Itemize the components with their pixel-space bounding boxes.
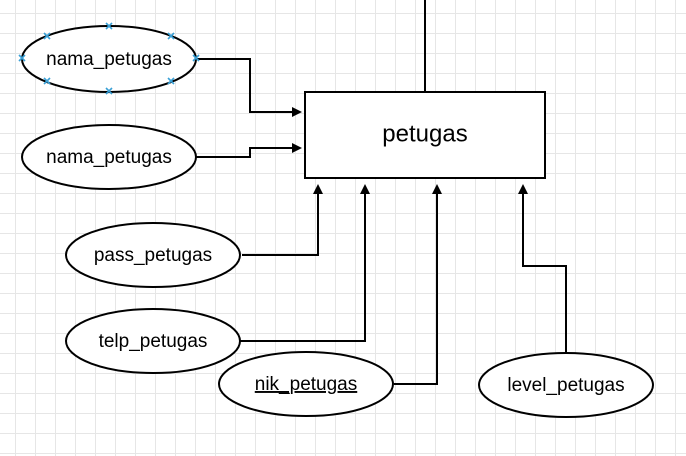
- resize-handle[interactable]: [105, 22, 113, 30]
- resize-handle[interactable]: [18, 54, 26, 62]
- resize-handle[interactable]: [167, 77, 175, 85]
- attribute-nama-petugas-selected[interactable]: nama_petugas: [18, 22, 200, 95]
- selection-handles[interactable]: [18, 22, 200, 95]
- connector-nama-petugas[interactable]: [196, 143, 302, 158]
- resize-handle[interactable]: [43, 32, 51, 40]
- attribute-label: nik_petugas: [255, 374, 357, 395]
- attribute-telp-petugas[interactable]: telp_petugas: [65, 308, 241, 374]
- resize-handle[interactable]: [167, 32, 175, 40]
- resize-handle[interactable]: [105, 87, 113, 95]
- attribute-level-petugas[interactable]: level_petugas: [478, 352, 654, 418]
- connector-nik-petugas[interactable]: [394, 184, 442, 385]
- resize-handle[interactable]: [192, 54, 200, 62]
- attribute-pass-petugas[interactable]: pass_petugas: [65, 222, 241, 288]
- attribute-label: pass_petugas: [94, 245, 212, 266]
- attribute-label: nama_petugas: [46, 49, 172, 70]
- connector-pass-petugas[interactable]: [242, 184, 323, 256]
- connector-nama-petugas-selected[interactable]: [196, 58, 302, 117]
- connector-telp-petugas[interactable]: [240, 184, 370, 342]
- entity-petugas[interactable]: petugas: [304, 91, 546, 179]
- entity-label: petugas: [382, 120, 467, 147]
- attribute-nama-petugas[interactable]: nama_petugas: [21, 124, 197, 190]
- attribute-label: telp_petugas: [99, 331, 208, 352]
- attribute-label: level_petugas: [507, 375, 624, 396]
- attribute-label: nama_petugas: [46, 147, 172, 168]
- connector-level-petugas[interactable]: [518, 184, 567, 353]
- resize-handle[interactable]: [43, 77, 51, 85]
- attribute-nik-petugas[interactable]: nik_petugas: [218, 351, 394, 417]
